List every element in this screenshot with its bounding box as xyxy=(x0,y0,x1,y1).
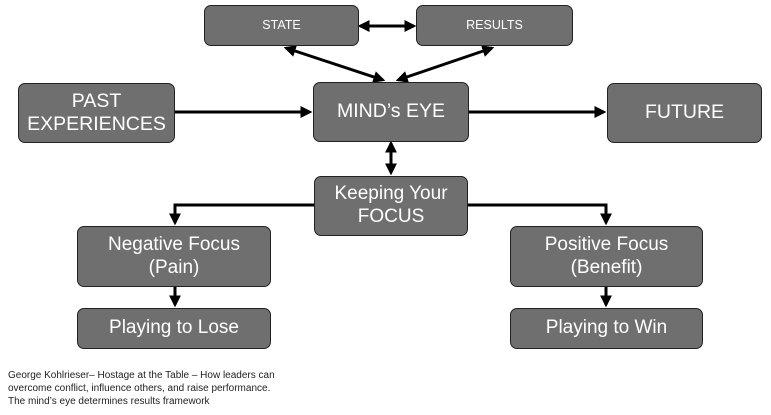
state-box: STATE xyxy=(204,5,359,46)
playing-to-lose-box: Playing to Lose xyxy=(77,308,271,349)
arrow-results-mindseye xyxy=(395,45,495,83)
citation-caption: George Kohlrieser– Hostage at the Table … xyxy=(8,369,338,408)
future-box: FUTURE xyxy=(607,83,762,143)
caption-line-3: The mind’s eye determines results framew… xyxy=(8,396,210,407)
arrow-focus-positive xyxy=(468,203,612,226)
arrow-focus-negative xyxy=(169,203,314,226)
positive-focus-box: Positive Focus (Benefit) xyxy=(510,226,703,287)
caption-line-2: overcome conflict, influence others, and… xyxy=(8,383,271,394)
keeping-focus-box: Keeping Your FOCUS xyxy=(314,176,468,236)
results-box: RESULTS xyxy=(416,5,573,46)
caption-line-1: George Kohlrieser– Hostage at the Table … xyxy=(8,370,275,381)
playing-to-win-box: Playing to Win xyxy=(510,308,703,349)
minds-eye-box: MIND’s EYE xyxy=(313,82,469,142)
past-experiences-box: PAST EXPERIENCES xyxy=(18,83,175,143)
arrow-state-mindseye xyxy=(283,45,386,83)
negative-focus-box: Negative Focus (Pain) xyxy=(77,226,271,287)
